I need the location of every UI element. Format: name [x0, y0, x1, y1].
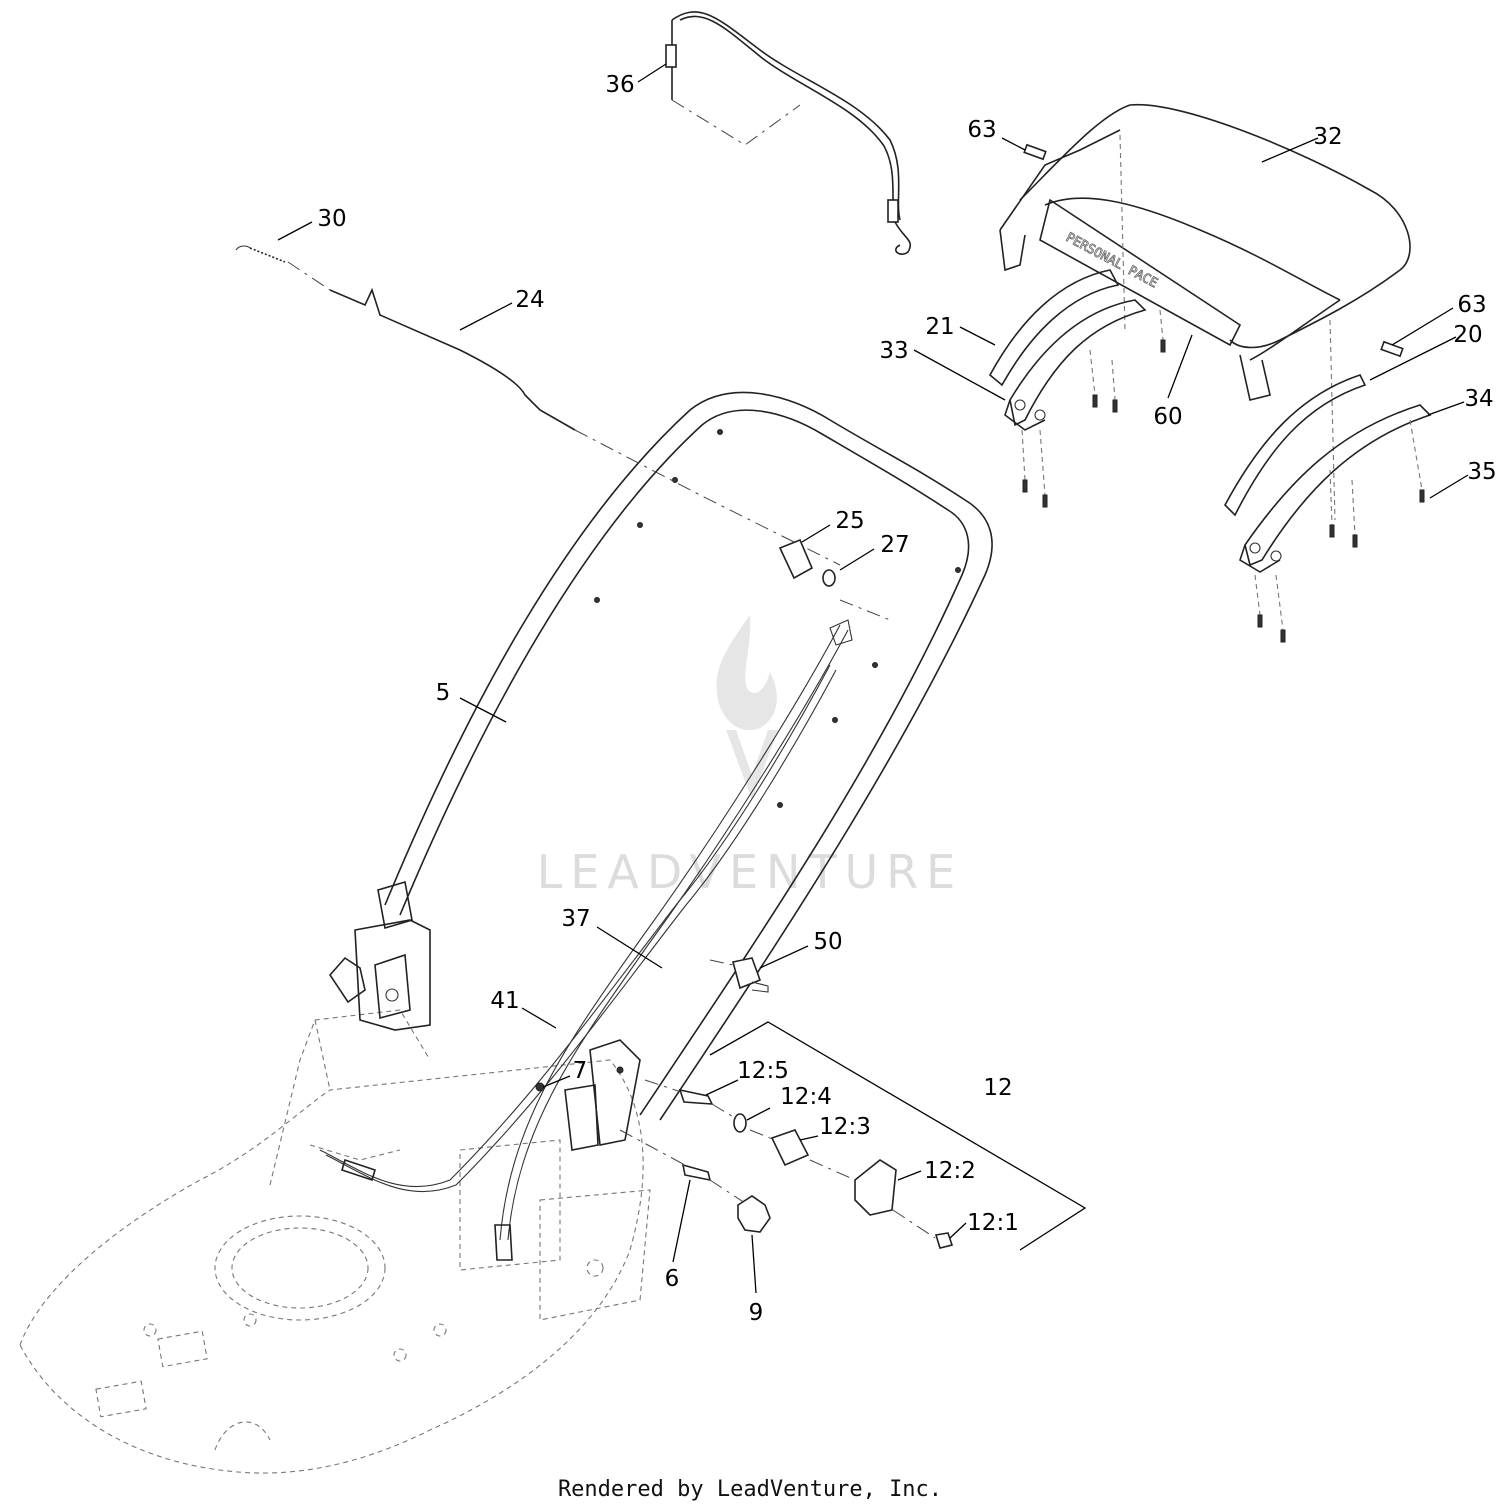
watermark: LEADVENTURE [537, 615, 964, 899]
callout-41: 41 [490, 988, 519, 1014]
assembly-bracket-12 [709, 1021, 1087, 1251]
handle-bracket-left [328, 880, 431, 1031]
callout-24: 24 [515, 287, 544, 313]
footer-credit: Rendered by LeadVenture, Inc. [558, 1477, 942, 1502]
bushing-and-washer [778, 538, 836, 587]
callout-36: 36 [605, 72, 634, 98]
callout-6: 6 [665, 1266, 680, 1292]
callout-30: 30 [317, 206, 346, 232]
main-handle [384, 391, 993, 1121]
control-cables [319, 619, 853, 1261]
handle-bracket-right [535, 1039, 641, 1151]
spring-and-rod [235, 245, 891, 621]
callout-12-3: 12:3 [819, 1114, 871, 1140]
callout-27: 27 [880, 532, 909, 558]
watermark-text: LEADVENTURE [537, 845, 964, 899]
bail-bar [665, 11, 912, 255]
side-rail-right [1224, 374, 1432, 573]
callout-12-1: 12:1 [967, 1210, 1019, 1236]
callout-63-right: 63 [1457, 292, 1486, 318]
callout-7: 7 [573, 1058, 588, 1084]
callout-35: 35 [1467, 459, 1496, 485]
callout-63-top: 63 [967, 117, 996, 143]
callout-12: 12 [983, 1075, 1012, 1101]
callout-12-2: 12:2 [924, 1158, 976, 1184]
leader-lines [277, 63, 1469, 1294]
knob-assembly [619, 957, 954, 1249]
callout-12-4: 12:4 [780, 1084, 832, 1110]
fasteners [1021, 143, 1425, 643]
mower-deck [19, 1009, 651, 1474]
callout-labels: 36 63 32 30 24 21 33 60 63 20 34 35 25 2… [317, 72, 1496, 1326]
callout-34: 34 [1464, 386, 1493, 412]
callout-12-5: 12:5 [737, 1058, 789, 1084]
callout-37: 37 [561, 906, 590, 932]
callout-21: 21 [925, 314, 954, 340]
callout-9: 9 [749, 1300, 764, 1326]
watermark-flame-icon [716, 615, 778, 800]
callout-20: 20 [1453, 322, 1482, 348]
side-rail-left [988, 269, 1147, 431]
callout-5: 5 [436, 680, 451, 706]
callout-60: 60 [1153, 404, 1182, 430]
callout-50: 50 [813, 929, 842, 955]
callout-33: 33 [879, 338, 908, 364]
callout-25: 25 [835, 508, 864, 534]
callout-32: 32 [1313, 124, 1342, 150]
